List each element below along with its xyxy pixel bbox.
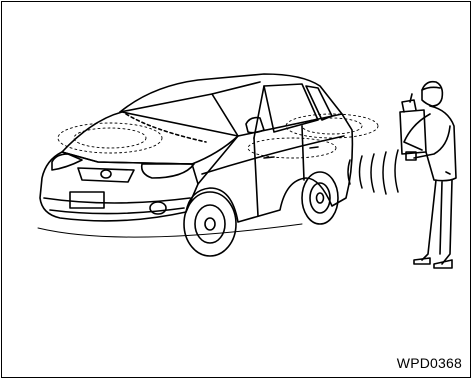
car-front (40, 152, 198, 221)
car-emblem (101, 170, 111, 178)
car-illustration (38, 74, 352, 256)
remote-signal-waves-icon (348, 150, 398, 194)
figure-code: WPD0368 (397, 355, 462, 371)
car-license-plate (70, 192, 104, 208)
car-roof (120, 74, 342, 114)
grocery-bag (400, 110, 426, 154)
car-headlight-right (142, 164, 194, 178)
car-rear-wheel (302, 172, 338, 224)
car-fog-lamp (150, 202, 166, 214)
car-hood (62, 112, 238, 164)
person-holding-key-fob-icon (400, 82, 456, 268)
car-front-wheel (184, 192, 236, 256)
